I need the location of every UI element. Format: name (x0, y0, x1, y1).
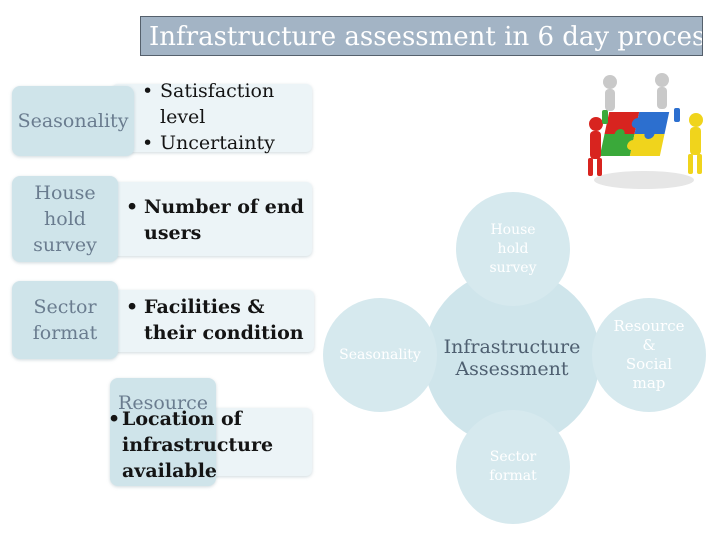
cycle-node-resource: Resource & Social map (592, 298, 706, 412)
seasonality-bullets: Satisfaction level Uncertainty (140, 78, 312, 156)
bullet-satisfaction: Satisfaction level (140, 78, 312, 130)
resource-bullets: Location of infrastructure available (106, 406, 273, 484)
household-tag-label: House hold survey (33, 182, 97, 256)
sector-tag-label: Sector format (32, 296, 98, 344)
household-bullets: Number of end users (124, 194, 308, 246)
bullet-end-users: Number of end users (124, 194, 308, 246)
cycle-node-sector-label: Sector format (489, 449, 537, 484)
slide-title: Infrastructure assessment in 6 day proce… (140, 16, 703, 56)
cycle-center-label: Infrastructure Assessment (443, 336, 581, 380)
bullet-facilities: Facilities & their condition (124, 294, 312, 346)
cycle-node-sector: Sector format (456, 410, 570, 524)
sector-bullets: Facilities & their condition (124, 294, 312, 346)
cycle-node-resource-label: Resource & Social map (613, 317, 685, 392)
bullet-location: Location of infrastructure available (106, 406, 273, 484)
seasonality-tag-label: Seasonality (17, 110, 129, 132)
cycle-node-household-label: House hold survey (489, 221, 537, 276)
bullet-uncertainty: Uncertainty (140, 130, 312, 156)
cycle-node-seasonality: Seasonality (323, 298, 437, 412)
cycle-node-household: House hold survey (456, 192, 570, 306)
cycle-node-seasonality-label: Seasonality (339, 346, 421, 363)
seasonality-tag: Seasonality (12, 86, 134, 156)
puzzle-team-icon (588, 73, 703, 189)
household-tag: House hold survey (12, 176, 118, 262)
sector-tag: Sector format (12, 281, 118, 359)
